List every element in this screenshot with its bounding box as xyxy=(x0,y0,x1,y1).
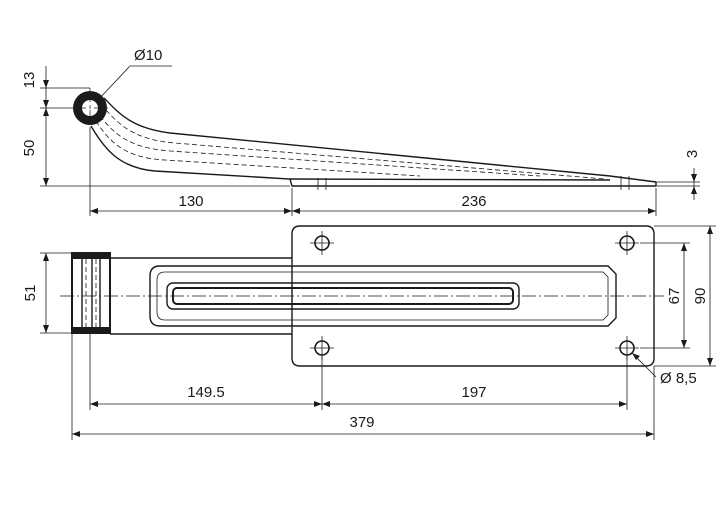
arrow-51-b xyxy=(43,325,49,333)
arrow-379-b xyxy=(646,431,654,437)
arrow-197-b xyxy=(619,401,627,407)
dim-hole-to-start: 149.5 xyxy=(187,384,225,401)
dim-eye-offset: 13 xyxy=(21,72,38,89)
dim-height: 50 xyxy=(21,140,38,157)
arrow-3-b xyxy=(691,186,697,194)
dim-width-left: 51 xyxy=(22,285,39,302)
dim-eye-diameter: Ø10 xyxy=(134,47,162,64)
dim-plate-width: 90 xyxy=(692,288,709,305)
plate-step xyxy=(289,178,611,181)
hidden-line-3 xyxy=(95,120,421,177)
arrow-50-b xyxy=(43,178,49,186)
arrow-67-a xyxy=(681,243,687,251)
dim-hole-center-distance: 67 xyxy=(666,288,683,305)
arrow-130-a xyxy=(90,208,98,214)
hole-top-right xyxy=(615,231,639,255)
leaf-profile-lower xyxy=(90,125,656,187)
arrow-236-a xyxy=(292,208,300,214)
side-view: Ø10 13 50 3 130 236 xyxy=(21,47,701,216)
arrow-90-a xyxy=(707,226,713,234)
knuckle-bottom-band xyxy=(72,327,110,333)
dim-hole-diameter: Ø 8,5 xyxy=(660,370,697,387)
dim-length-left: 130 xyxy=(178,193,203,210)
dim-hole-spacing: 197 xyxy=(461,384,486,401)
plan-view: 51 67 90 Ø 8,5 149.5 197 37 xyxy=(22,225,716,440)
arrow-13-a xyxy=(43,80,49,88)
arrow-197-a xyxy=(322,401,330,407)
rib-outer xyxy=(149,265,617,327)
rib-middle xyxy=(156,271,609,321)
arrow-90-b xyxy=(707,358,713,366)
arrow-51-a xyxy=(43,253,49,261)
dim-length-right: 236 xyxy=(461,193,486,210)
arrow-149-a xyxy=(90,401,98,407)
dim-overall-length: 379 xyxy=(349,414,374,431)
arrow-hole-dia xyxy=(632,353,640,360)
dia10-leader xyxy=(97,65,131,101)
arrow-13-b xyxy=(43,108,49,116)
leaf-profile-upper xyxy=(103,97,657,183)
hidden-line-2 xyxy=(99,115,541,177)
arrow-130-b xyxy=(284,208,292,214)
knuckle xyxy=(71,252,111,334)
arrow-149-b xyxy=(314,401,322,407)
arrow-3-a xyxy=(691,174,697,182)
hidden-line-1 xyxy=(105,109,606,180)
arrow-236-b xyxy=(648,208,656,214)
arrow-67-b xyxy=(681,340,687,348)
arrow-379-a xyxy=(72,431,80,437)
knuckle-top-band xyxy=(72,253,110,259)
dim-plate-thickness: 3 xyxy=(684,150,701,158)
arrow-50-a xyxy=(43,100,49,108)
hole-top-left xyxy=(310,231,334,255)
